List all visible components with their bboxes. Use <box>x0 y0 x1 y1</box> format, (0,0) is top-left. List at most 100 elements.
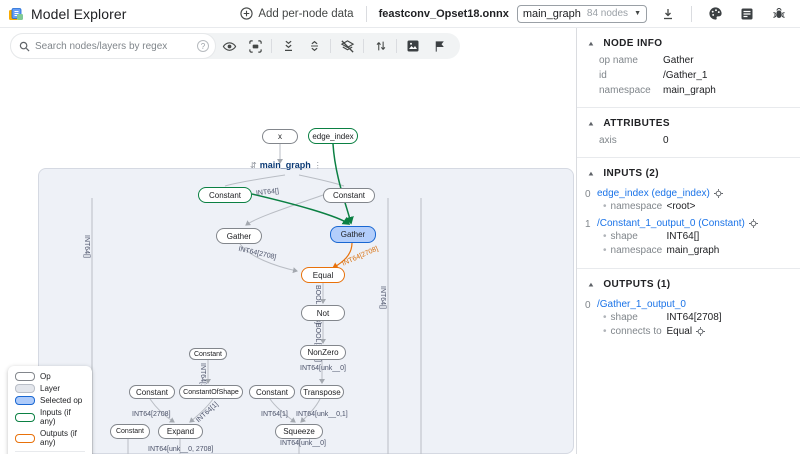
node-gather[interactable]: Gather <box>216 228 262 244</box>
legend-layer-swatch <box>15 384 35 393</box>
node-constant[interactable]: Constant <box>129 385 175 399</box>
bug-report-button[interactable] <box>768 3 790 25</box>
node-nonzero[interactable]: NonZero <box>300 345 346 360</box>
node-not[interactable]: Not <box>301 305 345 321</box>
search-input[interactable] <box>35 40 197 52</box>
node-constant[interactable]: Constant <box>323 188 375 203</box>
expand-all-layers-button[interactable] <box>276 35 300 57</box>
legend-op-swatch <box>15 372 35 381</box>
layers-off-icon <box>340 39 354 53</box>
toolbar-separator <box>396 39 397 53</box>
overflow-dots-icon: ⋮ <box>313 160 322 170</box>
toggle-visibility-button[interactable] <box>217 35 241 57</box>
section-inputs: ▲ INPUTS (2) 0 edge_index (edge_index) •… <box>577 158 800 269</box>
locate-on-graph-icon[interactable] <box>713 189 723 198</box>
theme-button[interactable] <box>704 3 726 25</box>
header-divider <box>691 5 692 22</box>
edge-shape-label: INT64[unk__0,1] <box>296 411 348 418</box>
search-help-icon[interactable]: ? <box>197 40 209 52</box>
section-header-outputs[interactable]: ▲ OUTPUTS (1) <box>587 279 671 290</box>
node-constant[interactable]: Constant <box>189 348 227 360</box>
graph-selector[interactable]: main_graph 84 nodes ▼ <box>516 4 647 23</box>
section-header-attributes[interactable]: ▲ ATTRIBUTES <box>587 118 670 129</box>
flag-icon <box>435 40 444 52</box>
node-constantofshape[interactable]: ConstantOfShape <box>179 385 243 399</box>
node-constant[interactable]: Constant <box>110 424 150 439</box>
expand-all-icon <box>284 40 292 51</box>
unfold-icon: ⇵ <box>250 160 257 170</box>
output-link[interactable]: /Gather_1_output_0 <box>597 299 686 310</box>
graph-edges <box>91 143 422 454</box>
app-logo-icon <box>9 7 23 20</box>
edge-shape-label: INT64[unk__0, 2708] <box>148 446 214 453</box>
toolbar-separator <box>363 39 364 53</box>
model-file-name: feastconv_Opset18.onnx <box>378 7 509 20</box>
input-item: 0 edge_index (edge_index) •namespace<roo… <box>577 188 800 213</box>
article-icon <box>741 8 753 19</box>
node-constant[interactable]: Constant <box>249 385 295 399</box>
graph-selector-value: main_graph <box>522 7 581 20</box>
graph-canvas[interactable]: ? <box>0 28 576 454</box>
locate-on-graph-icon[interactable] <box>696 327 706 336</box>
collapse-all-icon <box>310 40 318 52</box>
app-title: Model Explorer <box>31 5 127 22</box>
plus-circle-icon <box>240 7 253 20</box>
node-expand[interactable]: Expand <box>158 424 203 439</box>
flatten-layers-button[interactable] <box>335 35 359 57</box>
node-equal[interactable]: Equal <box>301 267 345 283</box>
edge-shape-label: INT64[unk__0] <box>280 440 326 447</box>
locate-on-graph-icon[interactable] <box>748 219 758 228</box>
fit-screen-icon <box>248 39 262 53</box>
edge-shape-label: INT64[] <box>83 235 90 258</box>
download-icon <box>664 8 672 19</box>
input-link[interactable]: /Constant_1_output_0 (Constant) <box>577 218 800 229</box>
header-divider <box>365 5 367 22</box>
node-x[interactable]: x <box>262 129 298 144</box>
add-per-node-data-button[interactable]: Add per-node data <box>240 7 354 20</box>
node-squeeze[interactable]: Squeeze <box>275 424 323 439</box>
node-transpose[interactable]: Transpose <box>300 385 344 399</box>
eye-icon <box>222 41 236 51</box>
section-header-node-info[interactable]: ▲ NODE INFO <box>587 38 663 49</box>
legend-selected-swatch <box>15 396 35 405</box>
sort-arrows-icon <box>376 41 385 51</box>
edge-shape-label: INT64[2708] <box>132 411 171 418</box>
section-header-inputs[interactable]: ▲ INPUTS (2) <box>587 168 659 179</box>
image-icon <box>407 40 419 52</box>
trace-io-button[interactable] <box>368 35 392 57</box>
collapse-all-layers-button[interactable] <box>302 35 326 57</box>
info-row: id/Gather_1 <box>599 70 708 81</box>
graph-toolbar: ? <box>10 33 460 59</box>
layer-label-main-graph[interactable]: ⇵ main_graph ⋮ <box>250 160 322 170</box>
download-button[interactable] <box>657 3 679 25</box>
search-box[interactable]: ? <box>10 33 216 59</box>
export-image-button[interactable] <box>401 35 425 57</box>
node-constant-input[interactable]: Constant <box>198 187 252 203</box>
palette-icon <box>708 7 722 20</box>
bookmark-button[interactable] <box>427 35 451 57</box>
section-outputs: ▲ OUTPUTS (1) 0 /Gather_1_output_0 •shap… <box>577 269 800 349</box>
node-edge-index[interactable]: edge_index <box>308 128 358 144</box>
graph-node-count: 84 nodes <box>586 8 629 19</box>
collapse-caret-icon: ▲ <box>587 280 596 289</box>
legend-inputs-swatch <box>15 412 35 422</box>
docs-button[interactable] <box>736 3 758 25</box>
collapse-caret-icon: ▲ <box>587 119 596 128</box>
edge-shape-label: INT64[1] <box>261 411 288 418</box>
node-gather-selected[interactable]: Gather <box>330 226 376 243</box>
dropdown-arrow-icon: ▼ <box>634 10 641 17</box>
bug-icon <box>773 7 785 18</box>
fit-to-screen-button[interactable] <box>243 35 267 57</box>
search-icon <box>19 41 30 52</box>
toolbar-separator <box>271 39 272 53</box>
input-link[interactable]: edge_index (edge_index) <box>577 188 800 199</box>
edge-shape-label: INT64[] <box>379 286 386 309</box>
add-per-node-data-label: Add per-node data <box>258 7 354 20</box>
legend-card: Op Layer Selected op Inputs (if any) Out… <box>8 366 92 454</box>
